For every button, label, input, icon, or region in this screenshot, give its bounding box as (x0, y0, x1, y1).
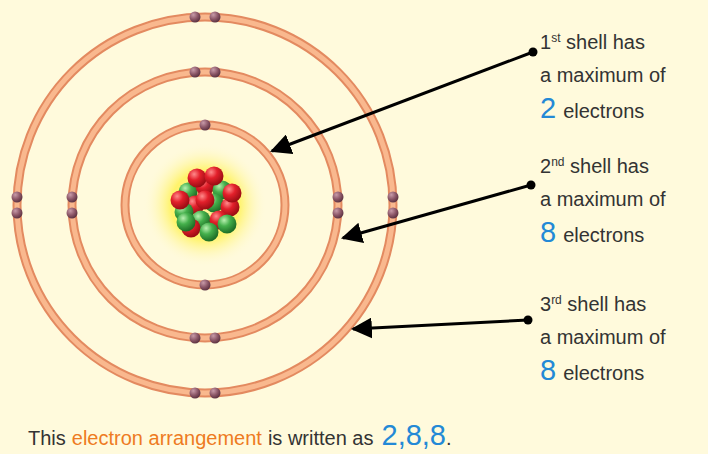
leader-arrow (272, 52, 533, 151)
first-shell (125, 125, 285, 285)
leader-lines (272, 48, 538, 330)
neutron (218, 215, 237, 234)
third-shell (17, 17, 393, 393)
callout-line: 2nd shell has a maximum of (540, 150, 666, 216)
leader-dot (529, 48, 538, 57)
maximum-number: 8 (540, 354, 556, 386)
neutron (200, 223, 219, 242)
electron (190, 67, 201, 78)
nucleus (171, 167, 242, 242)
leader-arrow (343, 185, 531, 238)
footer-text: 2,8,8 (382, 419, 447, 451)
shell-callout: 1st shell has a maximum of 2 electrons (540, 26, 666, 128)
second-shell-core (72, 72, 338, 338)
footer-text: is written as (268, 427, 374, 449)
electron (200, 120, 211, 131)
leader-dot (524, 316, 533, 325)
electron (388, 208, 399, 219)
ordinal-suffix: nd (551, 155, 564, 169)
electron (190, 388, 201, 399)
electron (12, 208, 23, 219)
electron (67, 192, 78, 203)
proton (188, 169, 207, 188)
electron (333, 208, 344, 219)
electron (12, 192, 23, 203)
electron (210, 388, 221, 399)
proton (196, 191, 215, 210)
third-shell-core (17, 17, 393, 393)
shells (17, 17, 393, 393)
callout-line: 8 electrons (540, 354, 666, 390)
callout-text: electrons (563, 100, 644, 122)
neutron (177, 213, 196, 232)
shell-callout: 3rd shell has a maximum of 8 electrons (540, 288, 666, 390)
callout-text: 1st shell has a maximum of (540, 31, 666, 86)
callout-line: 1st shell has a maximum of (540, 26, 666, 92)
callout-text: electrons (563, 224, 644, 246)
second-shell (72, 72, 338, 338)
callout-text: 3rd shell has a maximum of (540, 293, 666, 348)
shell-callout: 2nd shell has a maximum of 8 electrons (540, 150, 666, 252)
nucleus-glow (143, 143, 267, 267)
leader-arrow (353, 320, 528, 329)
electron (190, 12, 201, 23)
proton (223, 184, 242, 203)
callout-line: 2 electrons (540, 92, 666, 128)
footer-text: electron arrangement (72, 427, 262, 449)
proton (205, 167, 224, 186)
electrons (12, 12, 399, 399)
footer-text: This (28, 427, 66, 449)
electron (190, 333, 201, 344)
callout-text: 2nd shell has a maximum of (540, 155, 666, 210)
maximum-number: 8 (540, 216, 556, 248)
proton (171, 191, 190, 210)
ordinal-suffix: rd (551, 293, 562, 307)
ordinal-suffix: st (551, 31, 560, 45)
electron (210, 12, 221, 23)
electron (333, 192, 344, 203)
footer-sentence: This electron arrangement is written as 2,8… (28, 418, 452, 454)
leader-dot (527, 181, 536, 190)
callout-line: 8 electrons (540, 216, 666, 252)
first-shell-core (125, 125, 285, 285)
electron (210, 67, 221, 78)
footer-text: . (446, 427, 452, 449)
electron (67, 208, 78, 219)
electron (210, 333, 221, 344)
callout-text: electrons (563, 362, 644, 384)
callout-line: 3rd shell has a maximum of (540, 288, 666, 354)
maximum-number: 2 (540, 92, 556, 124)
electron (388, 192, 399, 203)
electron (200, 280, 211, 291)
